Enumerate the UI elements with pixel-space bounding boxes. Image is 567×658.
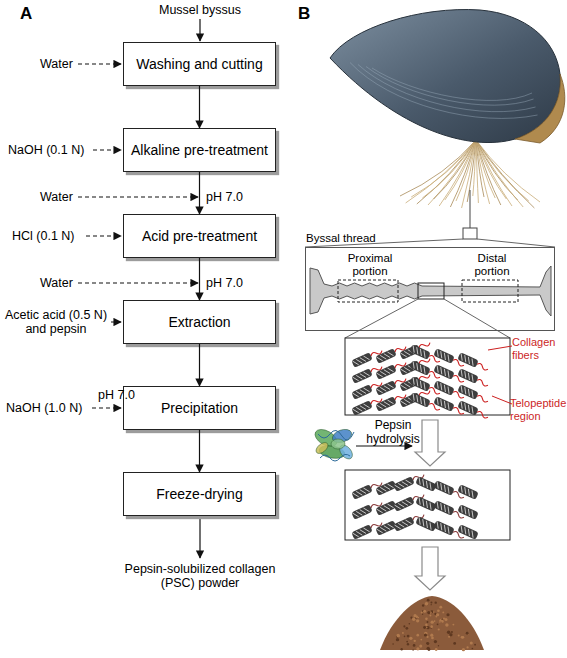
reagent-label: NaOH (0.1 N) xyxy=(8,143,94,157)
ph-label: pH 7.0 xyxy=(206,190,256,204)
byssal-thread-drawing xyxy=(310,266,551,316)
flow-arrow xyxy=(199,172,200,214)
reagent-label: Water xyxy=(40,57,80,71)
leader-line xyxy=(492,396,512,404)
zoom-line xyxy=(444,299,510,338)
panel-letter: B xyxy=(298,4,328,23)
process-label: Washing and cutting xyxy=(136,56,262,72)
flow-arrow xyxy=(199,344,200,386)
leader-line xyxy=(488,346,512,350)
input-dashed-arrow xyxy=(92,407,121,408)
process-label: Precipitation xyxy=(161,400,238,416)
mussel-shell xyxy=(330,10,560,143)
panel-letter: A xyxy=(20,4,50,23)
input-arrow xyxy=(199,19,200,41)
flow-arrow xyxy=(199,86,200,128)
collagen-fiber-panel xyxy=(345,338,510,421)
input-dashed-arrow xyxy=(78,196,198,197)
byssal-thread-box: Byssal threadProximal portionDistal port… xyxy=(305,247,555,331)
callout-label: Telopeptide region xyxy=(510,397,567,423)
panel-heading: Byssal thread xyxy=(306,232,426,245)
reagent-label: Water xyxy=(40,190,80,204)
process-box: Washing and cutting xyxy=(123,42,276,86)
reagent-label: NaOH (1.0 N) xyxy=(6,401,94,415)
pepsin-molecule xyxy=(312,426,355,461)
proximal-dashed-box xyxy=(338,280,398,302)
collagen-powder xyxy=(380,596,484,651)
mussel-shell-edge xyxy=(515,74,565,143)
part-label: Distal portion xyxy=(464,252,520,278)
zoom-box xyxy=(463,228,477,239)
shell-growth-lines xyxy=(350,63,538,119)
process-note: Pepsin hydrolysis xyxy=(362,418,424,446)
input-dashed-arrow xyxy=(86,235,121,236)
ph-label: pH 7.0 xyxy=(98,388,148,402)
process-box: Alkaline pre-treatment xyxy=(123,128,276,172)
process-label: Freeze-drying xyxy=(156,486,242,502)
flow-arrow xyxy=(199,430,200,472)
reagent-label: HCl (0.1 N) xyxy=(12,229,88,243)
zoom-line xyxy=(470,190,471,228)
reagent-label: Acetic acid (0.5 N) and pepsin xyxy=(2,308,110,336)
input-dashed-arrow xyxy=(78,282,198,283)
callout-label: Collagen fibers xyxy=(512,336,567,362)
reagent-label: Water xyxy=(40,276,80,290)
zoom-line xyxy=(345,299,418,338)
input-dashed-arrow xyxy=(111,321,121,322)
zoom-line xyxy=(477,239,555,247)
process-box: Acid pre-treatment xyxy=(123,214,276,258)
process-box: Extraction xyxy=(123,300,276,344)
process-label: Acid pre-treatment xyxy=(142,228,257,244)
part-label: Proximal portion xyxy=(339,252,401,278)
input-dashed-arrow xyxy=(78,63,121,64)
flow-arrow xyxy=(199,258,200,300)
process-label: Alkaline pre-treatment xyxy=(131,142,268,158)
hydrolysed-collagen-panel xyxy=(345,470,510,541)
zoom-box xyxy=(418,283,444,299)
output-arrow xyxy=(199,518,200,558)
input-label: Mussel byssus xyxy=(140,3,260,17)
distal-dashed-box xyxy=(462,280,518,302)
hollow-arrow xyxy=(415,547,445,590)
input-dashed-arrow xyxy=(93,149,121,150)
process-label: Extraction xyxy=(168,314,230,330)
process-box: Precipitation xyxy=(123,386,276,430)
process-box: Freeze-drying xyxy=(123,472,276,516)
output-label: Pepsin-solubilized collagen (PSC) powder xyxy=(120,562,280,590)
ph-label: pH 7.0 xyxy=(206,276,256,290)
